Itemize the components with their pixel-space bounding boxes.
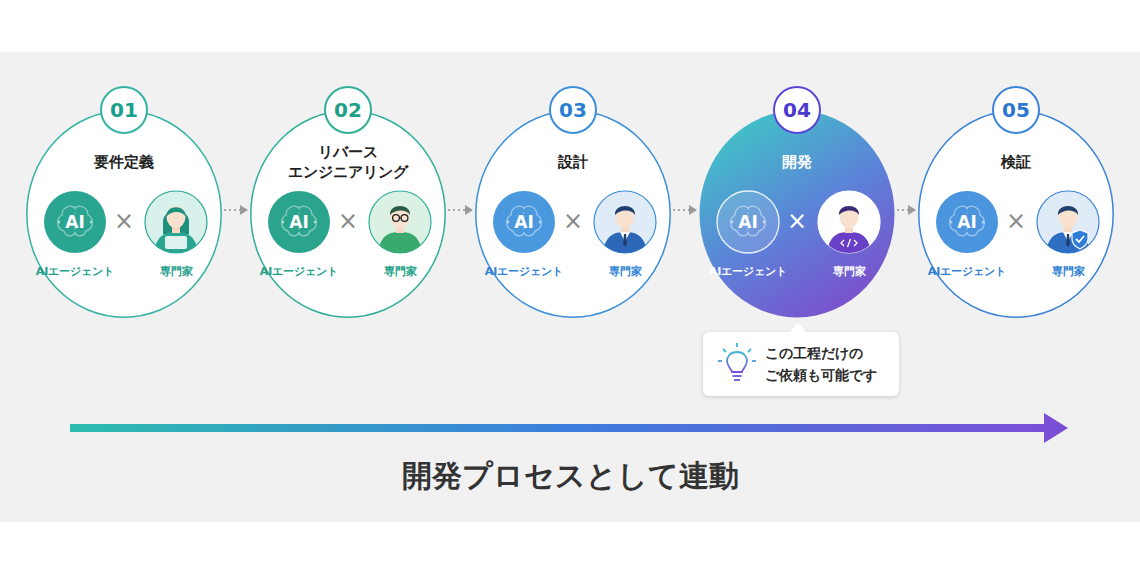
step-number: 01 [102,88,146,132]
flow-connector [448,205,473,215]
ai-mark: AI [267,190,331,254]
ai-agent-circle: AIAIエージェント [935,190,999,254]
times-sign: × [110,206,138,236]
ai-mark: AI [492,190,556,254]
expert-avatar: 専門家 [817,190,881,254]
lightbulb-icon [717,342,757,386]
step-badge: 01 [100,86,148,134]
step-number: 03 [551,88,595,132]
dotted-line [448,209,465,211]
person-icon [368,190,432,254]
person-icon [144,190,208,254]
step-badge: 03 [549,86,597,134]
stage-title: 設計 [503,140,643,184]
role-label: AIエージェント [237,264,361,279]
person-icon [593,190,657,254]
ai-agent-circle: AIAIエージェント [267,190,331,254]
arrow-head [240,205,248,215]
expert-avatar: 専門家 [1036,190,1100,254]
times-sign: × [783,206,811,236]
arrow-head [908,205,916,215]
stage-title: 検証 [946,140,1086,184]
stage-ellipse: 開発04AIAIエージェント専門家× [699,110,895,318]
role-label: 専門家 [1006,264,1130,279]
role-label: 専門家 [787,264,911,279]
caption-text: 開発プロセスとして連動 [0,456,1140,496]
expert-avatar: 専門家 [368,190,432,254]
times-sign: × [334,206,362,236]
flow-connector [897,205,916,215]
role-label: 専門家 [114,264,238,279]
role-label: 専門家 [338,264,462,279]
expert-avatar: 専門家 [593,190,657,254]
stage-ellipse: 要件定義01AIAIエージェント専門家× [26,110,222,318]
stage-ellipse: 設計03AIAIエージェント専門家× [475,110,671,318]
stage-title: 要件定義 [54,140,194,184]
dotted-line [224,209,240,211]
person-icon [817,190,881,254]
flow-connector [673,205,697,215]
ai-mark: AI [935,190,999,254]
callout-tail [789,323,807,333]
times-sign: × [559,206,587,236]
step-badge: 05 [992,86,1040,134]
stage-ellipse: リバース エンジニアリング02AIAIエージェント専門家× [250,110,446,318]
ai-agent-circle: AIAIエージェント [716,190,780,254]
arrow-head [465,205,473,215]
role-label: AIエージェント [905,264,1029,279]
flow-connector [224,205,248,215]
step-number: 04 [775,88,819,132]
role-label: AIエージェント [686,264,810,279]
callout-box: この工程だけの ご依頼も可能です [703,332,899,396]
step-badge: 04 [773,86,821,134]
arrow-head [689,205,697,215]
ai-mark: AI [43,190,107,254]
ai-agent-circle: AIAIエージェント [492,190,556,254]
stage-title: 開発 [727,140,867,184]
callout-text: この工程だけの ご依頼も可能です [765,342,889,386]
stage-title: リバース エンジニアリング [278,140,418,184]
step-number: 02 [326,88,370,132]
step-number: 05 [994,88,1038,132]
expert-avatar: 専門家 [144,190,208,254]
person-icon [1036,190,1100,254]
step-badge: 02 [324,86,372,134]
role-label: 専門家 [563,264,687,279]
role-label: AIエージェント [13,264,137,279]
dotted-line [897,209,908,211]
role-label: AIエージェント [462,264,586,279]
ai-mark: AI [716,190,780,254]
ai-agent-circle: AIAIエージェント [43,190,107,254]
dotted-line [673,209,689,211]
times-sign: × [1002,206,1030,236]
stage-ellipse: 検証05AIAIエージェント専門家× [918,110,1114,318]
